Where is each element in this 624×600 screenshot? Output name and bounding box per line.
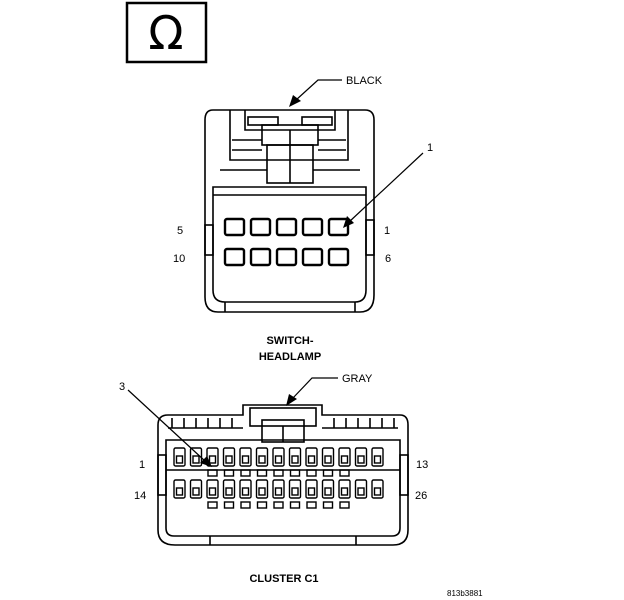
pin-label-c1-1: 1 <box>139 459 145 471</box>
callout-number-1: 1 <box>427 142 433 154</box>
pin-label-5: 5 <box>177 225 183 237</box>
pin-label-10: 10 <box>173 253 185 265</box>
pin-cavity-bottom <box>354 479 368 499</box>
pin-cavity-top <box>255 447 269 477</box>
pin-cavity-bottom <box>222 479 236 509</box>
pin-cavity-bottom <box>288 479 302 509</box>
callout-3-leader <box>127 389 212 467</box>
pin-cavity-bottom <box>305 479 318 509</box>
pin-label-c1-14: 14 <box>134 490 146 502</box>
pin-cavity-top <box>173 447 186 467</box>
pin-cavity-bottom <box>338 479 351 509</box>
ohm-symbol: Ω <box>125 1 208 64</box>
pin-cavity-bottom <box>239 479 252 509</box>
cluster-c1-connector <box>157 404 409 546</box>
connector-name-line2: HEADLAMP <box>259 351 321 363</box>
pin-cavity-bottom <box>371 479 384 499</box>
pin-cavity-bottom <box>272 479 285 509</box>
figure-id: 813b3881 <box>447 589 483 598</box>
pin-cavity-top <box>239 447 252 477</box>
connector-name-cluster-c1: CLUSTER C1 <box>249 573 318 585</box>
connector-name-line1: SWITCH- <box>266 335 313 347</box>
pin-cavity-top <box>338 447 351 477</box>
ohm-symbol-icon: Ω <box>148 6 183 60</box>
switch-headlamp-connector <box>204 109 375 313</box>
pin-cavity-top <box>272 447 285 477</box>
pin-cavity-bottom <box>189 479 203 499</box>
pin-label-c1-26: 26 <box>415 490 427 502</box>
pin-cavity-top <box>305 447 318 477</box>
callout-1-leader <box>343 152 424 228</box>
color-label-gray: GRAY <box>342 373 373 385</box>
pin-cavity-bottom <box>173 479 186 499</box>
callout-number-3: 3 <box>119 381 125 393</box>
pin-cavity-bottom <box>206 479 219 509</box>
cluster-c1-pin-cavities <box>173 447 384 509</box>
pin-label-6: 6 <box>385 253 391 265</box>
pin-cavity-top <box>371 447 384 467</box>
pin-cavity-top <box>288 447 302 477</box>
pin-label-1: 1 <box>384 225 390 237</box>
black-leader <box>289 79 342 107</box>
color-label-black: BLACK <box>346 75 383 87</box>
gray-leader <box>286 377 338 406</box>
pin-cavity-bottom <box>255 479 269 509</box>
pin-cavity-bottom <box>321 479 335 509</box>
pin-cavity-top <box>222 447 236 477</box>
pin-label-c1-13: 13 <box>416 459 428 471</box>
pin-cavity-top <box>354 447 368 467</box>
pin-cavity-top <box>321 447 335 477</box>
